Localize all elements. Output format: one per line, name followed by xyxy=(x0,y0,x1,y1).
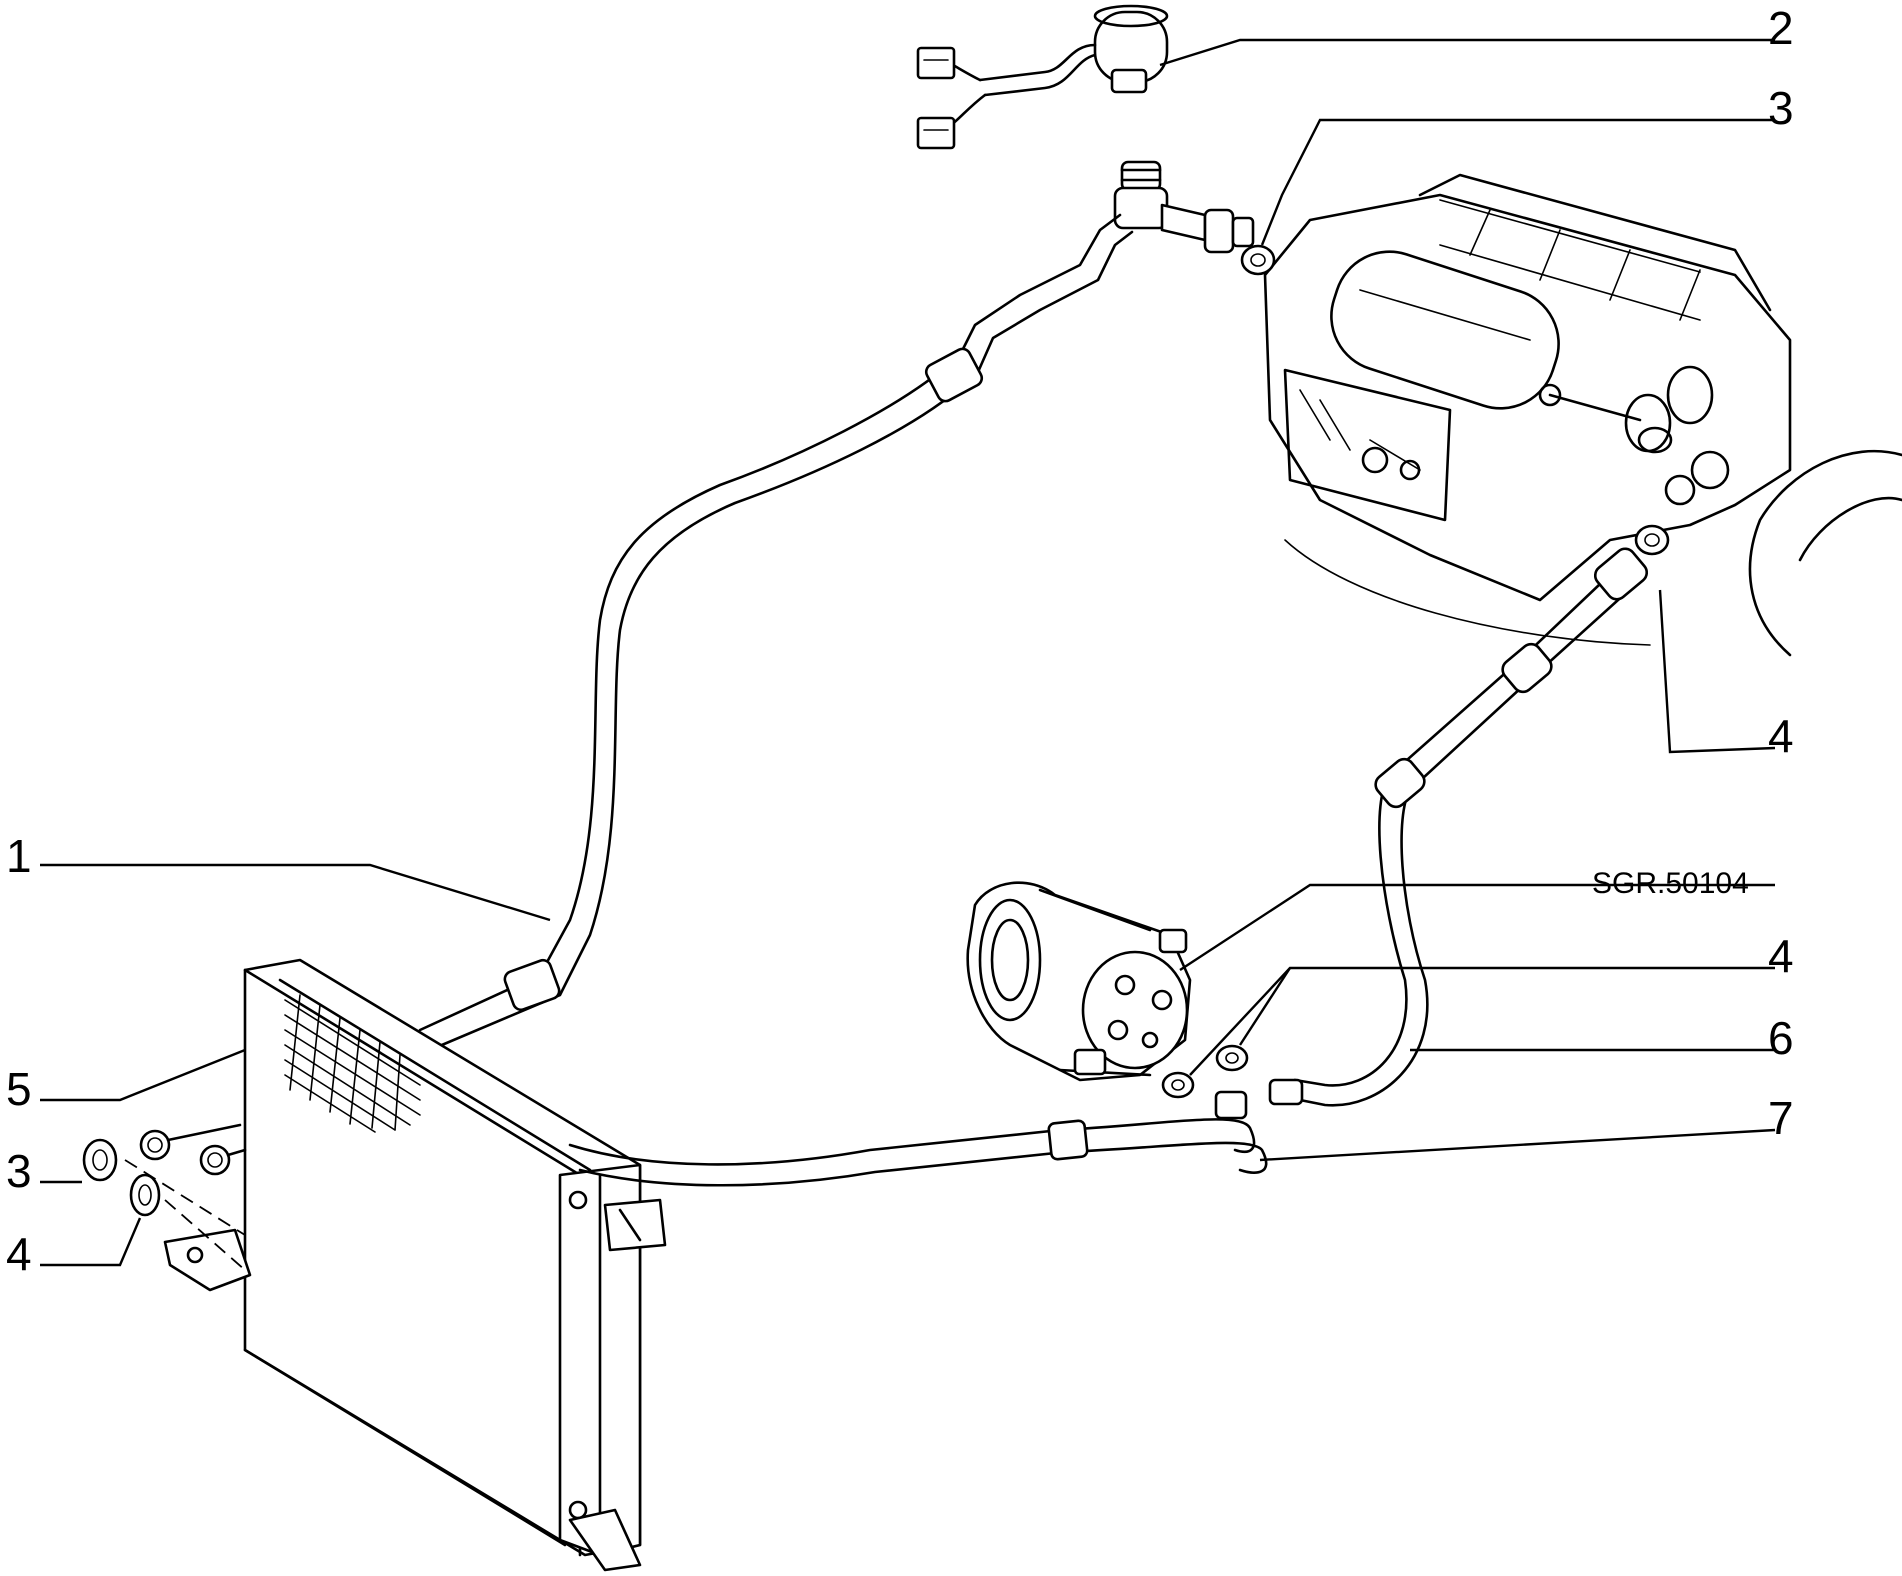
o-ring-washer-4 xyxy=(129,1173,161,1217)
leader-lines xyxy=(40,38,1776,1267)
callout-3-top: 3 xyxy=(1768,82,1794,134)
compressor xyxy=(966,881,1192,1082)
drawing-code: SGR.50104 xyxy=(1592,867,1749,900)
callout-4-middle: 4 xyxy=(1768,930,1794,982)
evaporator-o-ring xyxy=(1240,244,1276,276)
callout-1: 1 xyxy=(6,830,32,882)
compressor-o-rings xyxy=(1161,1044,1249,1099)
callout-2: 2 xyxy=(1768,2,1794,54)
callout-6: 6 xyxy=(1768,1012,1794,1064)
hose-7-discharge xyxy=(568,1090,1268,1187)
callout-4-top: 4 xyxy=(1768,710,1794,762)
evaporator-unit xyxy=(1263,173,1902,657)
callout-3-left: 3 xyxy=(6,1145,32,1197)
condenser xyxy=(163,958,667,1572)
connector-plug-upper xyxy=(916,46,956,80)
condenser-fittings xyxy=(82,1123,247,1271)
hose-6-suction xyxy=(1268,524,1670,1107)
callout-4-left: 4 xyxy=(6,1228,32,1280)
o-ring-washer-3 xyxy=(82,1138,118,1182)
callout-labels: 1 2 3 4 4 6 7 5 3 4 SGR.50104 xyxy=(6,2,1794,1280)
callout-7: 7 xyxy=(1768,1092,1794,1144)
pressure-switch xyxy=(916,4,1169,150)
connector-plug-lower xyxy=(916,116,956,150)
callout-5: 5 xyxy=(6,1063,32,1115)
hose-1-high-pressure xyxy=(418,160,1255,1052)
service-valve-cap xyxy=(1120,160,1162,192)
